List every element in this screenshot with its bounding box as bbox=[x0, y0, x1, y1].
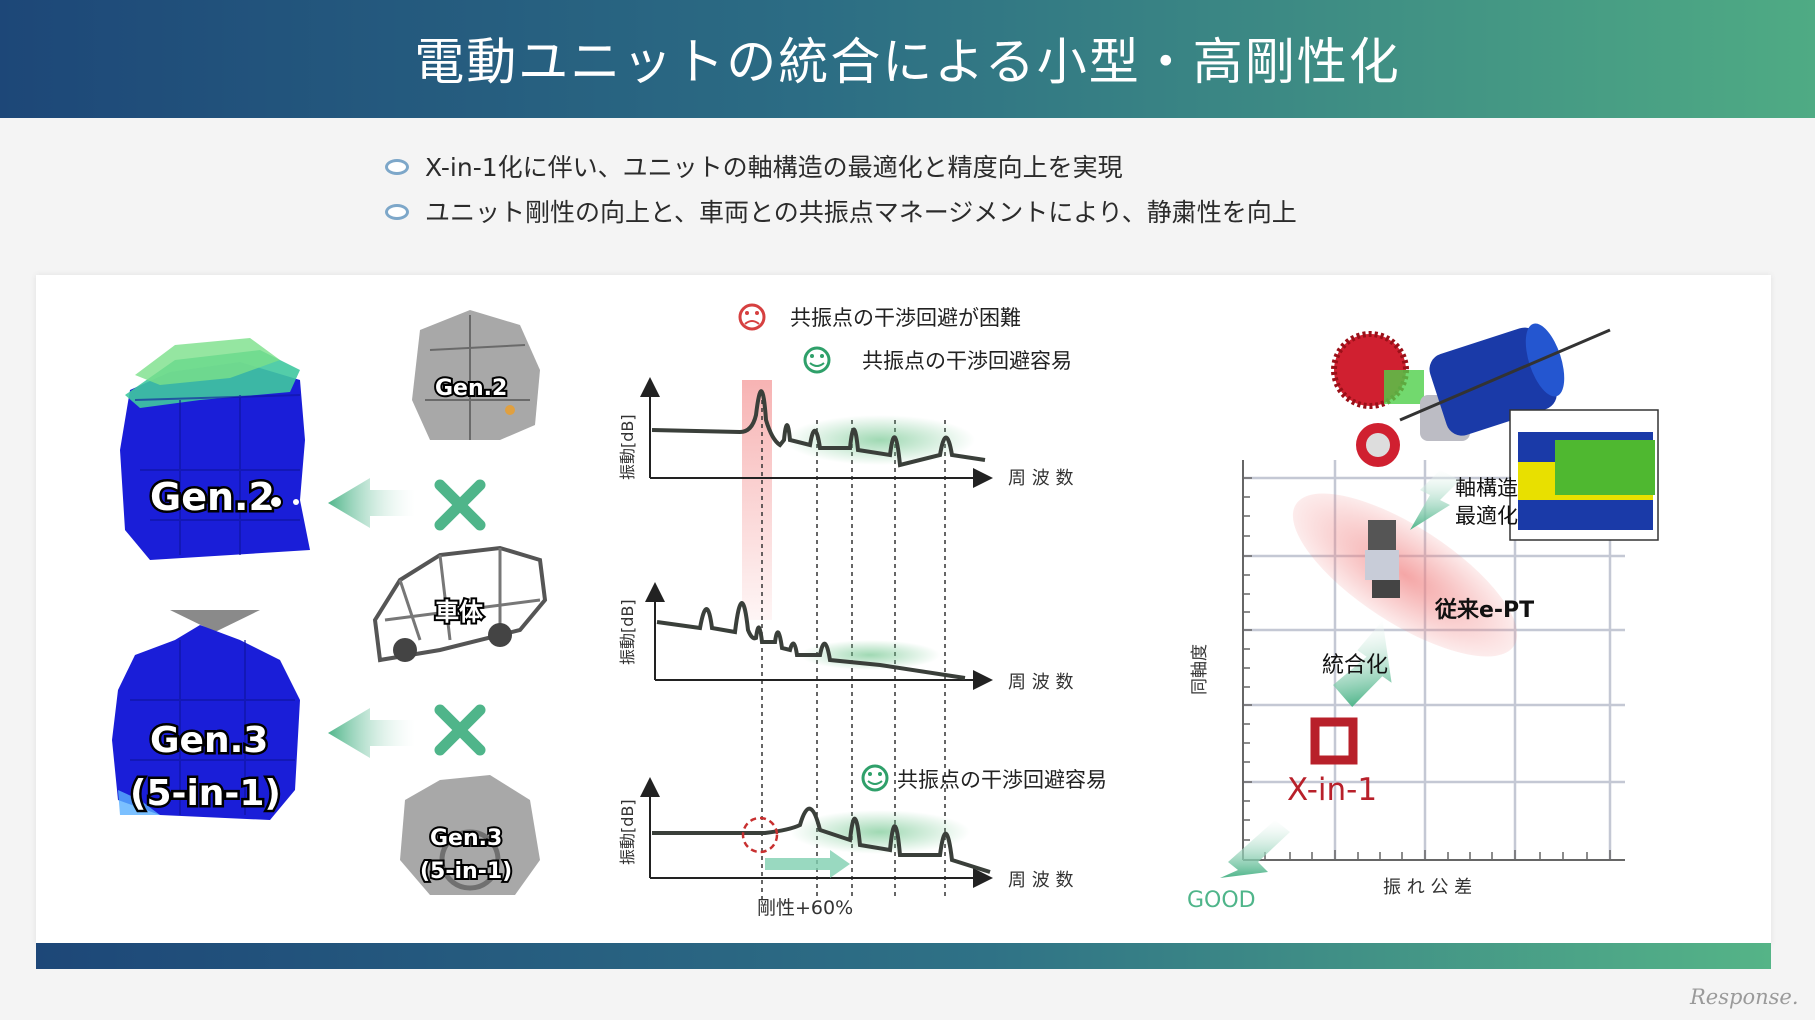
grid-xlabel: 振 れ 公 差 bbox=[1383, 877, 1472, 898]
arrow-right-icon bbox=[765, 850, 850, 878]
shaft-label-1: 軸構造 bbox=[1455, 476, 1518, 500]
legend-good-text: 共振点の干渉回避容易 bbox=[862, 349, 1072, 373]
gen3-unit-image: Gen.3 (5-in-1) bbox=[112, 625, 300, 820]
gen2-dot bbox=[293, 499, 299, 505]
legend-good-bottom: 共振点の干渉回避容易 bbox=[861, 764, 1107, 792]
frown-icon bbox=[738, 303, 766, 331]
spectrum-plot-1: 振動[dB] 周 波 数 bbox=[618, 377, 1073, 489]
spectrum-plot-3: 振動[dB] 周 波 数 剛性+60% bbox=[618, 777, 1073, 919]
good-label: GOOD bbox=[1187, 888, 1256, 913]
bullet-text: ユニット剛性の向上と、車両との共振点マネージメントにより、静粛性を向上 bbox=[425, 198, 1297, 227]
cross-icon bbox=[434, 704, 486, 756]
thumb-gen3-label: Gen.3 bbox=[430, 826, 502, 851]
thumb-body-label: 車体 bbox=[435, 598, 484, 626]
smile-icon bbox=[861, 764, 889, 792]
thumb-gen3-image: Gen.3 (5-in-1) bbox=[400, 775, 540, 895]
gen2-unit-image: Gen.2 bbox=[120, 338, 310, 560]
good-arrow-icon bbox=[1220, 820, 1290, 878]
footer-bar bbox=[36, 943, 1771, 969]
arrow-left-icon bbox=[328, 478, 415, 528]
conventional-unit-icon bbox=[1365, 520, 1400, 598]
conventional-region bbox=[1292, 493, 1518, 657]
thumb-gen2-label: Gen.2 bbox=[435, 376, 507, 401]
shaft-arrow-icon bbox=[1410, 470, 1460, 530]
green-glow bbox=[790, 810, 970, 854]
grid-ylabel: 同軸度 bbox=[1190, 644, 1210, 695]
thumb-gen3-sublabel: (5-in-1) bbox=[420, 859, 512, 884]
smile-icon bbox=[803, 346, 831, 374]
gen3-label: Gen.3 bbox=[150, 720, 268, 761]
spectrum-xlabel: 周 波 数 bbox=[1008, 468, 1073, 489]
shaft-assembly-image: 軸構造 最適化 bbox=[1331, 323, 1659, 541]
spectrum-ylabel: 振動[dB] bbox=[618, 799, 637, 865]
bullet-item: ユニット剛性の向上と、車両との共振点マネージメントにより、静粛性を向上 bbox=[385, 190, 1297, 235]
spectrum-ylabel: 振動[dB] bbox=[618, 599, 637, 665]
spectrum-plot-2: 振動[dB] 周 波 数 bbox=[618, 582, 1073, 693]
xin1-label: X-in-1 bbox=[1287, 772, 1377, 808]
integration-label: 統合化 bbox=[1322, 653, 1388, 678]
green-glow bbox=[785, 415, 975, 465]
stiffness-label: 剛性+60% bbox=[757, 897, 853, 919]
thumb-gen2-image: Gen.2 bbox=[412, 310, 540, 440]
shaft-label-2: 最適化 bbox=[1455, 504, 1518, 528]
legend-good-bottom-text: 共振点の干渉回避容易 bbox=[897, 768, 1107, 792]
gen3-sublabel: (5-in-1) bbox=[130, 773, 281, 814]
spectrum-xlabel: 周 波 数 bbox=[1008, 870, 1073, 891]
arrow-left-icon bbox=[328, 708, 415, 758]
header-bar: 電動ユニットの統合による小型・高剛性化 bbox=[0, 0, 1815, 118]
xin1-marker bbox=[1310, 717, 1358, 765]
slide-title: 電動ユニットの統合による小型・高剛性化 bbox=[414, 33, 1401, 91]
gen2-dot bbox=[269, 495, 283, 509]
legend-bad: 共振点の干渉回避が困難 bbox=[738, 303, 1021, 331]
bullet-icon bbox=[385, 204, 409, 220]
response-logo: Response. bbox=[1690, 985, 1799, 1009]
down-triangle-icon bbox=[170, 610, 260, 632]
spectrum-xlabel: 周 波 数 bbox=[1008, 672, 1073, 693]
resonance-circle bbox=[741, 816, 779, 854]
integration-arrow-icon bbox=[1333, 620, 1392, 707]
conventional-label: 従来e-PT bbox=[1434, 597, 1534, 623]
legend-good: 共振点の干渉回避容易 bbox=[803, 346, 1072, 374]
spectrum-ylabel: 振動[dB] bbox=[618, 414, 637, 480]
legend-bad-text: 共振点の干渉回避が困難 bbox=[790, 306, 1021, 330]
thumb-body-image: 車体 bbox=[372, 545, 548, 663]
gen2-label: Gen.2 bbox=[150, 475, 275, 519]
bullet-item: X-in-1化に伴い、ユニットの軸構造の最適化と精度向上を実現 bbox=[385, 145, 1297, 190]
bullet-list: X-in-1化に伴い、ユニットの軸構造の最適化と精度向上を実現 ユニット剛性の向… bbox=[385, 145, 1297, 235]
bullet-icon bbox=[385, 159, 409, 175]
bullet-text: X-in-1化に伴い、ユニットの軸構造の最適化と精度向上を実現 bbox=[425, 153, 1123, 182]
cross-icon bbox=[434, 479, 486, 531]
